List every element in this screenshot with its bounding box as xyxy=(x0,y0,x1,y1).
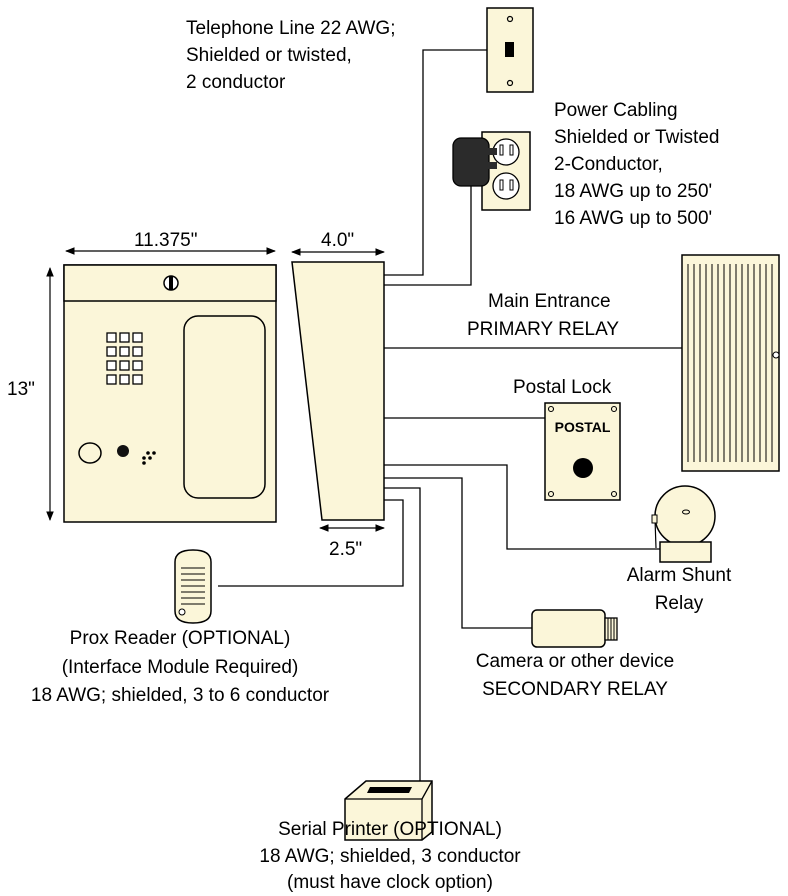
height-dimension-label: 13" xyxy=(7,379,35,400)
telephone-line-line1: Telephone Line 22 AWG; xyxy=(186,18,396,39)
camera-label: Camera or other device xyxy=(475,651,675,672)
keypad-icon xyxy=(106,332,143,385)
phone-wire xyxy=(384,49,505,276)
prox-reader-label: Prox Reader (OPTIONAL) xyxy=(69,628,291,649)
prox-interface-label: (Interface Module Required) xyxy=(61,657,299,678)
printer-cable-label: 18 AWG; shielded, 3 conductor xyxy=(259,846,521,867)
prox-reader-icon xyxy=(174,549,212,624)
power-cabling-line3: 2-Conductor, xyxy=(554,154,663,175)
power-adapter-icon xyxy=(452,137,497,187)
printer-icon xyxy=(344,780,433,841)
power-cabling-line5: 16 AWG up to 500' xyxy=(554,208,713,229)
panel-side-profile xyxy=(291,261,385,521)
alarm-relay-label: Relay xyxy=(654,593,704,614)
prox-reader-wire xyxy=(218,499,404,587)
alarm-bell-icon xyxy=(651,485,716,563)
power-cabling-line4: 18 AWG up to 250' xyxy=(554,181,713,202)
camera-wire xyxy=(384,477,532,629)
postal-lock-label: Postal Lock xyxy=(513,377,612,398)
telephone-line-line2: Shielded or twisted, xyxy=(186,45,352,66)
door-icon xyxy=(681,254,780,472)
directory-display xyxy=(183,315,266,499)
speaker-holes xyxy=(142,451,156,465)
camera-lens xyxy=(78,442,102,464)
wall-phone-jack-icon xyxy=(486,7,534,93)
telephone-line-line3: 2 conductor xyxy=(186,72,286,93)
primary-relay-label: PRIMARY RELAY xyxy=(467,319,620,340)
width-dimension-label: 11.375" xyxy=(134,230,198,251)
main-entrance-label: Main Entrance xyxy=(488,291,611,312)
power-wire xyxy=(384,180,472,286)
bottom-depth-dimension-label: 2.5" xyxy=(329,539,363,560)
alarm-shunt-label: Alarm Shunt xyxy=(626,565,732,586)
camera-icon xyxy=(531,609,618,648)
serial-printer-label: Serial Printer (OPTIONAL) xyxy=(278,819,502,840)
power-outlet-icon xyxy=(481,131,531,211)
power-cabling-label: Power Cabling Shielded or Twisted 2-Cond… xyxy=(554,97,719,232)
wiring-lines xyxy=(218,49,682,783)
power-cabling-line1: Power Cabling xyxy=(554,100,678,121)
prox-cable-label: 18 AWG; shielded, 3 to 6 conductor xyxy=(30,685,330,706)
printer-clock-note: (must have clock option) xyxy=(287,872,493,893)
top-depth-dimension-label: 4.0" xyxy=(321,230,355,251)
alarm-shunt-wire xyxy=(384,464,660,550)
postal-lock-icon xyxy=(544,402,621,501)
power-cabling-line2: Shielded or Twisted xyxy=(554,127,720,148)
printer-wire xyxy=(384,487,421,783)
call-button xyxy=(117,445,129,457)
secondary-relay-label: SECONDARY RELAY xyxy=(482,679,668,700)
entry-panel-icon xyxy=(63,264,277,523)
telephone-line-label: Telephone Line 22 AWG; Shielded or twist… xyxy=(186,15,396,96)
postal-plate-text: POSTAL xyxy=(554,419,611,435)
